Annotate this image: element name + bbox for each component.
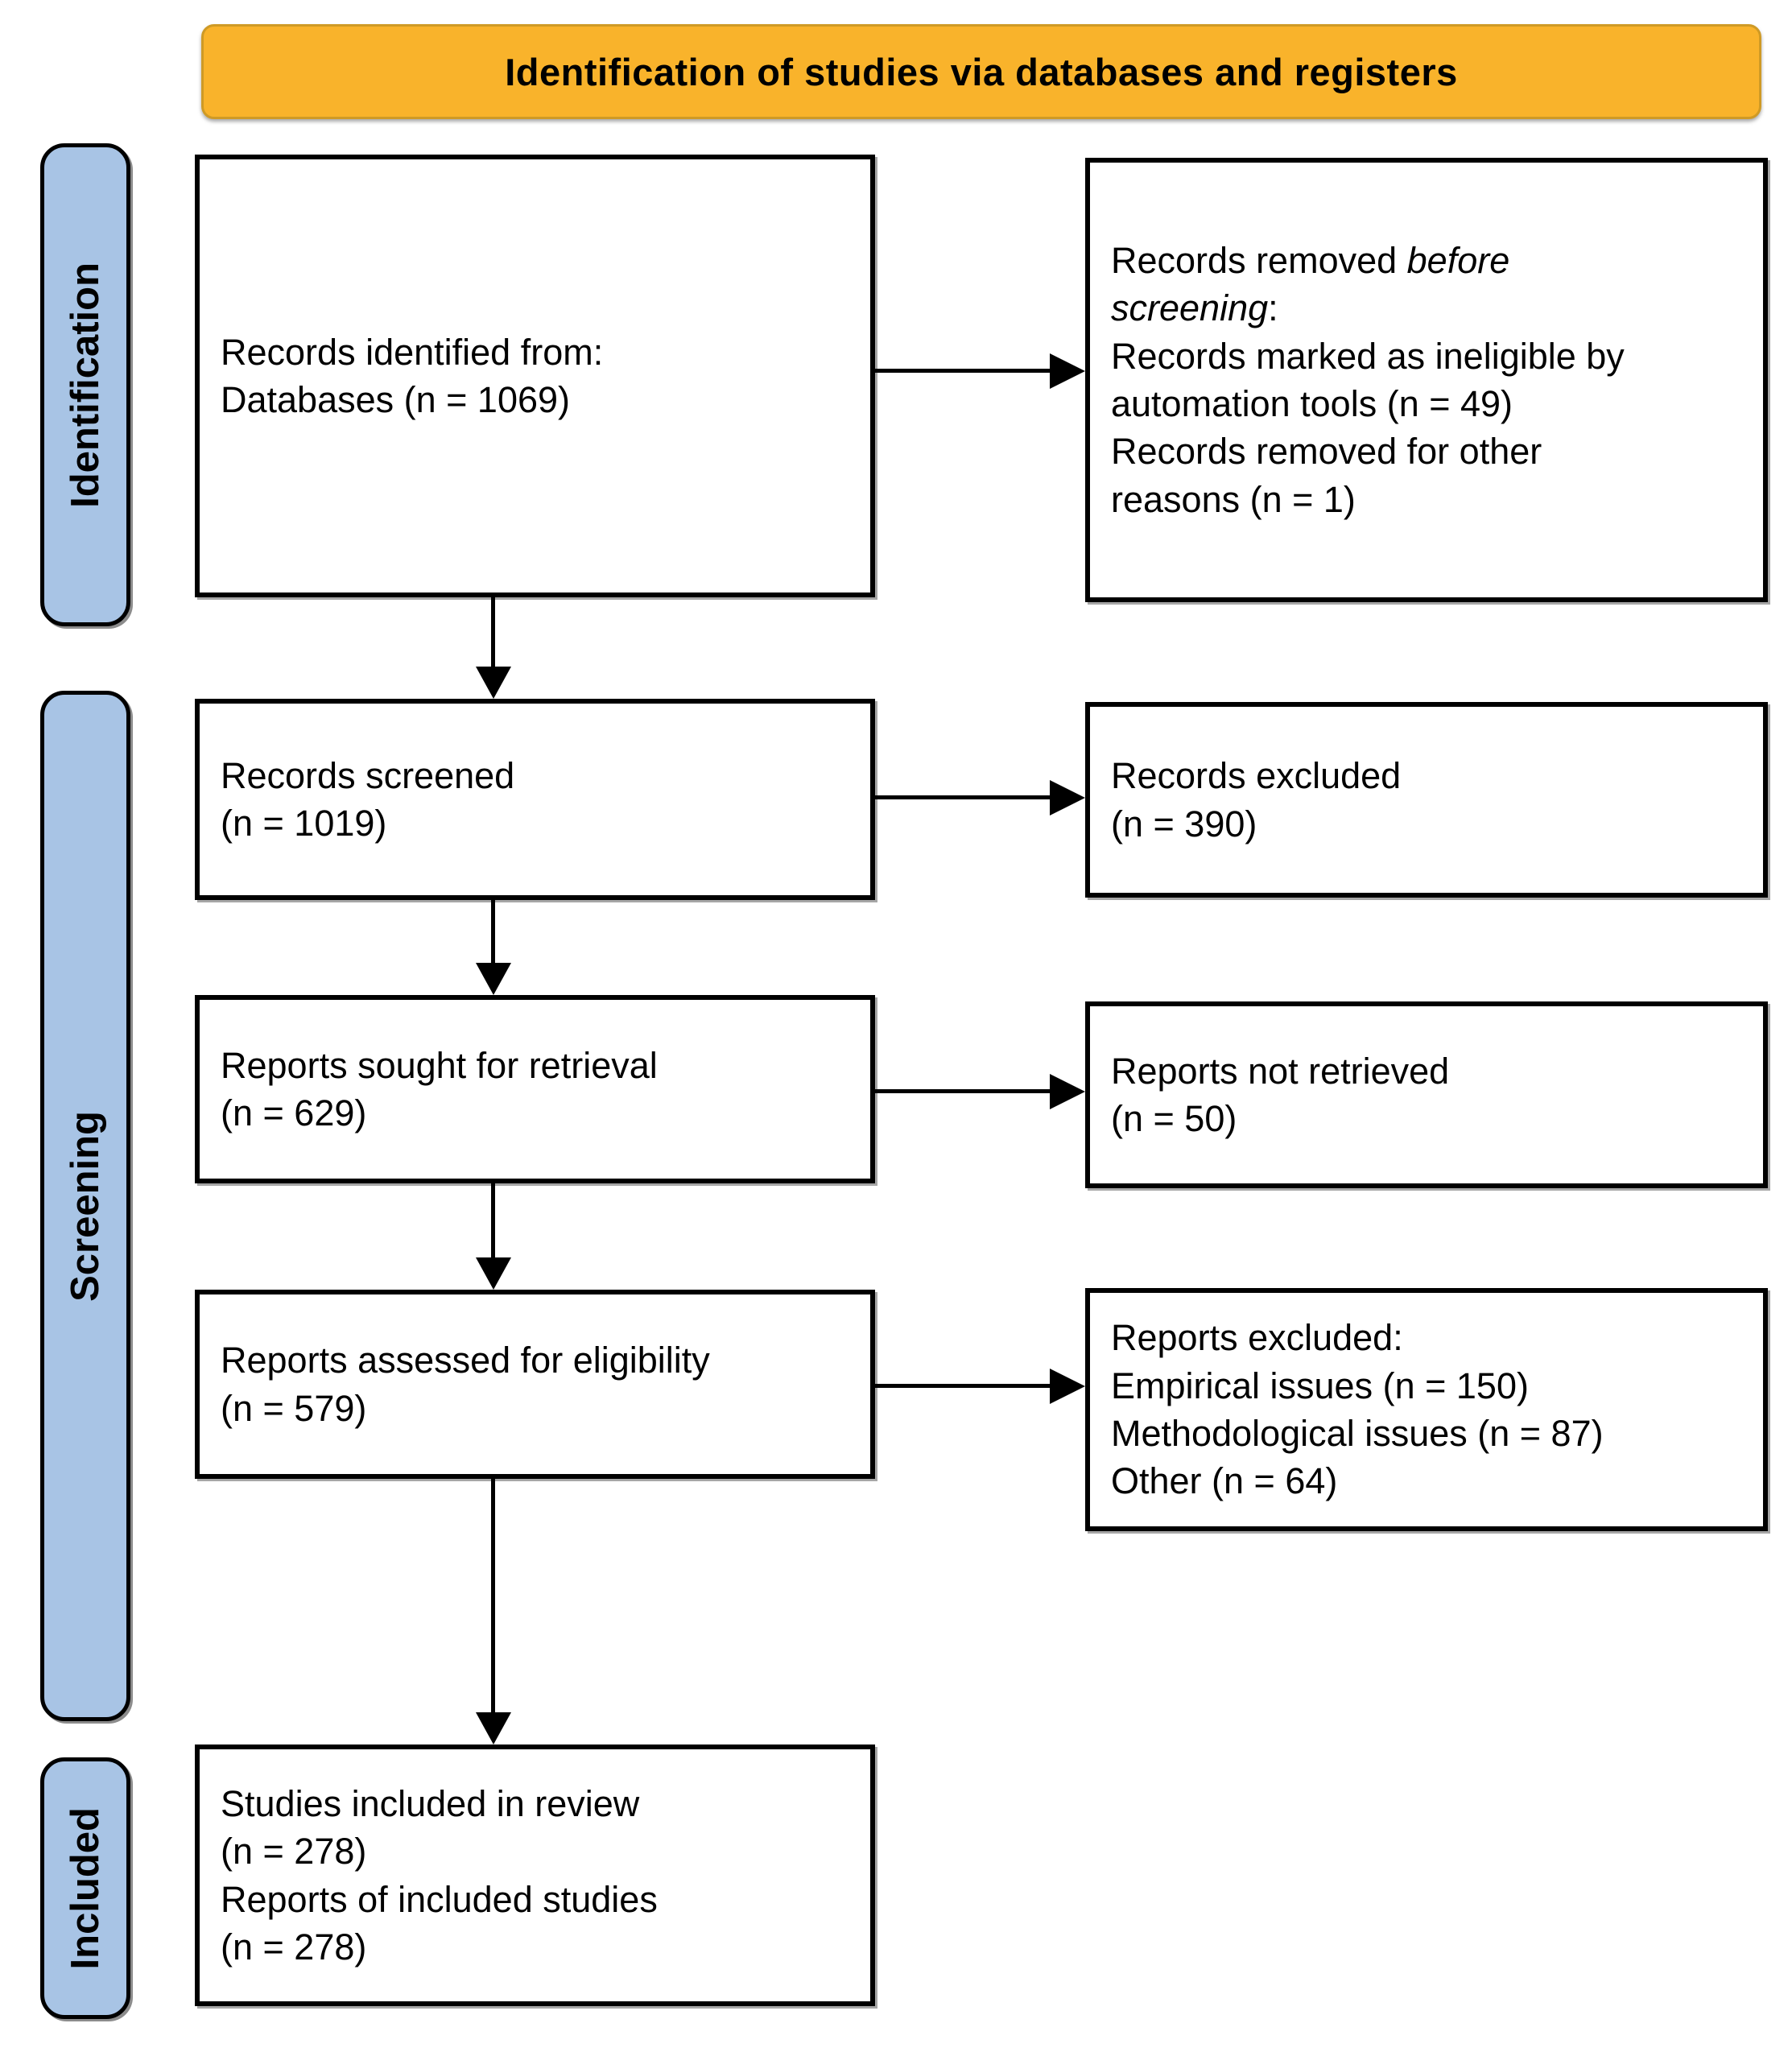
arrow-assessed-to-included — [491, 1479, 495, 1712]
stage-label-included: Included — [40, 1757, 130, 2019]
box-records-screened: Records screened (n = 1019) — [195, 699, 875, 900]
records-removed-lead-regular: Records removed — [1111, 239, 1407, 281]
box-studies-included: Studies included in review (n = 278) Rep… — [195, 1745, 875, 2006]
reports-not-retrieved-line1: Reports not retrieved — [1111, 1050, 1450, 1092]
records-removed-item-other: Records removed for other reasons (n = 1… — [1111, 431, 1542, 520]
reports-excluded-line3: Methodological issues (n = 87) — [1111, 1413, 1604, 1454]
box-records-removed-before-screening: Records removed before screening: Record… — [1085, 158, 1768, 602]
studies-included-line3: Reports of included studies — [221, 1878, 658, 1920]
reports-excluded-line1: Reports excluded: — [1111, 1317, 1403, 1359]
box-reports-sought: Reports sought for retrieval (n = 629) — [195, 995, 875, 1183]
records-removed-lead-colon: : — [1268, 287, 1278, 329]
stage-label-identification: Identification — [40, 143, 130, 626]
reports-excluded-line4: Other (n = 64) — [1111, 1460, 1338, 1502]
stage-included-text: Included — [64, 1806, 107, 1970]
reports-excluded-line2: Empirical issues (n = 150) — [1111, 1365, 1529, 1406]
stage-screening-text: Screening — [64, 1110, 107, 1302]
box-records-excluded: Records excluded (n = 390) — [1085, 702, 1768, 898]
studies-included-line2: (n = 278) — [221, 1831, 367, 1873]
arrow-identified-to-removed — [875, 369, 1050, 373]
box-records-identified: Records identified from: Databases (n = … — [195, 155, 875, 597]
records-removed-lead: Records removed before screening: — [1111, 237, 1626, 332]
records-excluded-line1: Records excluded — [1111, 755, 1402, 797]
reports-sought-line1: Reports sought for retrieval — [221, 1044, 658, 1086]
studies-included-line1: Studies included in review — [221, 1782, 640, 1824]
arrow-screened-to-excluded — [875, 795, 1050, 799]
reports-sought-line2: (n = 629) — [221, 1092, 367, 1133]
arrow-sought-to-assessed — [491, 1183, 495, 1257]
reports-not-retrieved-line2: (n = 50) — [1111, 1098, 1237, 1139]
records-screened-line2: (n = 1019) — [221, 803, 387, 844]
box-reports-excluded: Reports excluded: Empirical issues (n = … — [1085, 1288, 1768, 1531]
reports-assessed-line1: Reports assessed for eligibility — [221, 1340, 710, 1381]
stage-identification-text: Identification — [64, 262, 107, 508]
records-removed-item-automation: Records marked as ineligible by automati… — [1111, 335, 1625, 424]
records-identified-line1: Records identified from: — [221, 331, 604, 373]
arrow-sought-to-not-retrieved — [875, 1089, 1050, 1093]
arrow-screened-to-sought — [491, 900, 495, 963]
stage-label-screening: Screening — [40, 691, 130, 1721]
arrow-identified-to-screened — [491, 597, 495, 667]
studies-included-line4: (n = 278) — [221, 1926, 367, 1967]
records-excluded-line2: (n = 390) — [1111, 803, 1257, 844]
records-identified-line2: Databases (n = 1069) — [221, 379, 571, 420]
arrow-assessed-to-reports-excluded — [875, 1384, 1050, 1388]
records-removed-lead-italic: before screening — [1111, 239, 1510, 329]
banner-title: Identification of studies via databases … — [505, 50, 1458, 93]
box-reports-assessed: Reports assessed for eligibility (n = 57… — [195, 1290, 875, 1479]
reports-assessed-line2: (n = 579) — [221, 1387, 367, 1429]
box-reports-not-retrieved: Reports not retrieved (n = 50) — [1085, 1001, 1768, 1188]
records-screened-line1: Records screened — [221, 754, 515, 796]
banner-identification-via-databases: Identification of studies via databases … — [201, 24, 1761, 119]
